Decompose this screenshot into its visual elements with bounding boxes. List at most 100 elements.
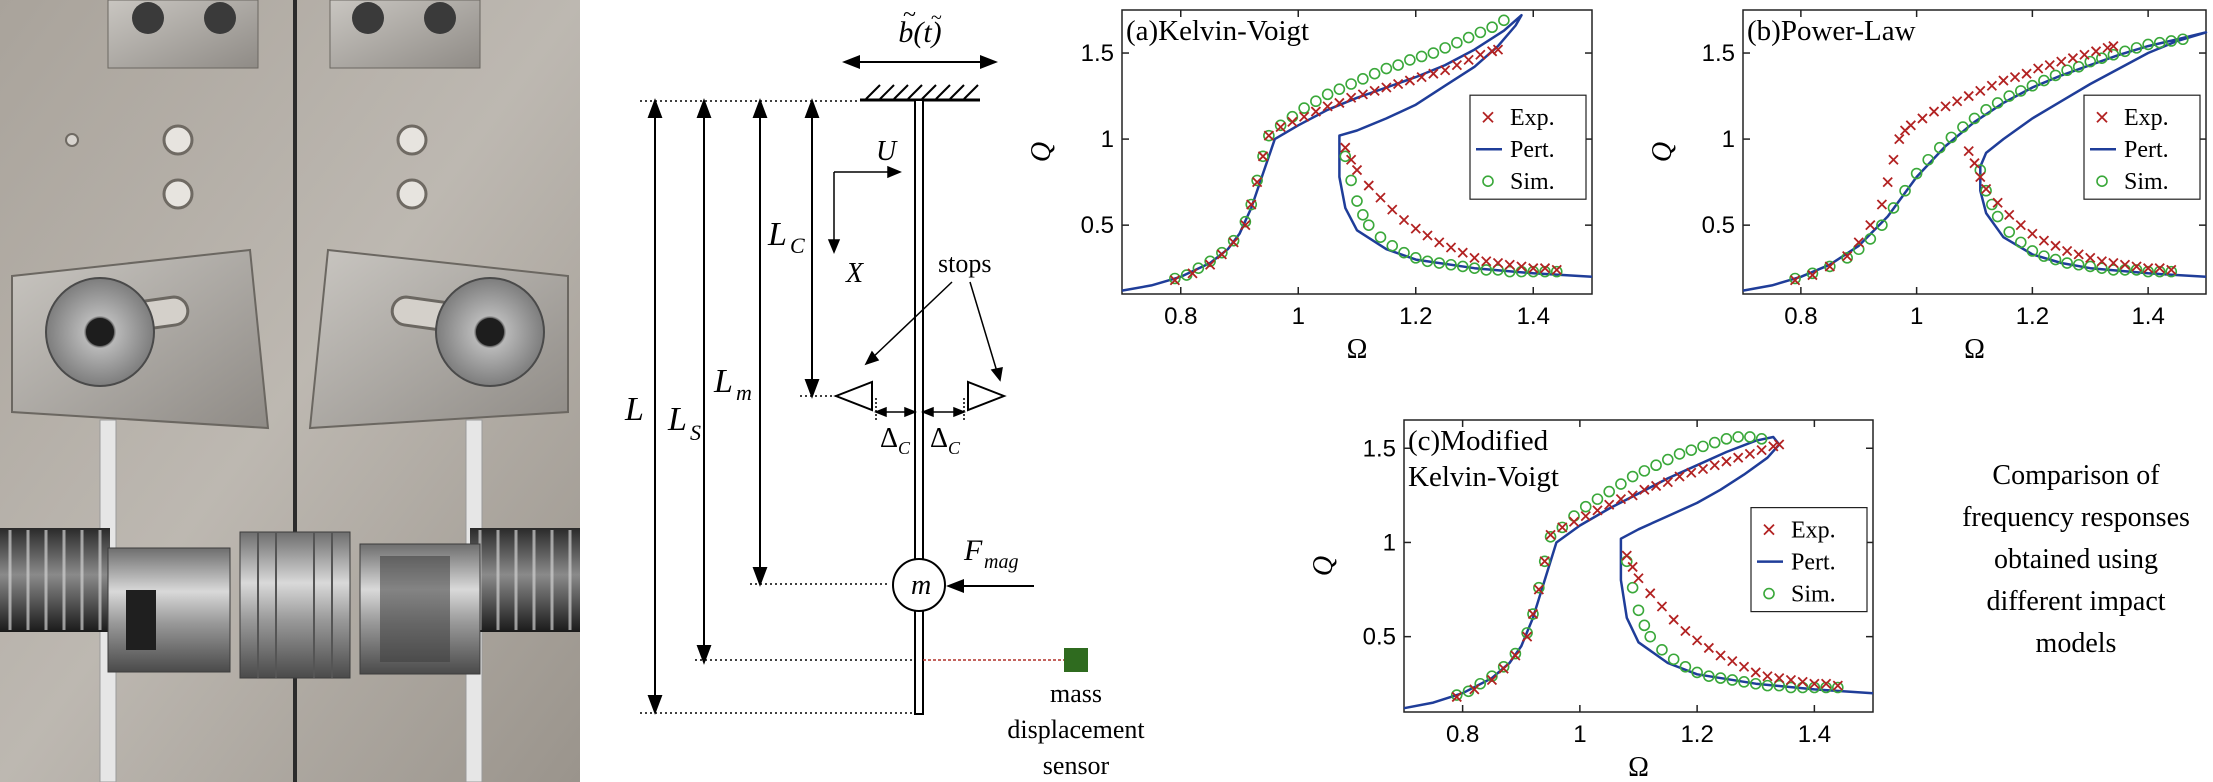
legend-exp-marker <box>1763 523 1775 536</box>
exp-point <box>1580 510 1591 522</box>
sim-point <box>1789 272 1801 285</box>
exp-point <box>1633 573 1644 584</box>
sim-point <box>1980 104 1992 116</box>
exp-point <box>1357 89 1369 100</box>
x-axis-label: Ω <box>1628 752 1649 782</box>
sim-point <box>1864 233 1877 245</box>
exp-point <box>1568 516 1580 527</box>
sim-point <box>2038 74 2050 87</box>
sim-point <box>1497 660 1510 673</box>
exp-point <box>1216 249 1228 260</box>
sim-point <box>1650 459 1662 472</box>
sim-point <box>1550 265 1563 278</box>
sim-point <box>1374 231 1387 243</box>
exp-point <box>1527 608 1539 620</box>
sim-point <box>1544 530 1557 543</box>
exp-point <box>1486 674 1498 686</box>
exp-point <box>1334 97 1345 109</box>
exp-point <box>1738 661 1750 672</box>
sim-point <box>1480 264 1493 276</box>
sim-point <box>2072 258 2085 271</box>
exp-point <box>1310 106 1322 117</box>
sim-point <box>1656 644 1668 656</box>
exp-point <box>2021 68 2032 79</box>
legend-exp-marker <box>1482 111 1494 123</box>
sim-point <box>2038 250 2050 262</box>
sim-point <box>1533 581 1545 594</box>
sim-point <box>2096 262 2108 274</box>
sim-point <box>1357 73 1369 85</box>
exp-point <box>1381 82 1392 93</box>
exp-point <box>1980 183 1992 195</box>
x-tick-label: 1 <box>1910 303 1923 330</box>
legend-box <box>2083 94 2201 200</box>
sim-point <box>1263 129 1275 142</box>
sim-point <box>1216 246 1228 259</box>
sim-point <box>1887 202 1900 214</box>
sim-point <box>2061 64 2073 77</box>
exp-point <box>2015 220 2026 231</box>
exp-point <box>1451 691 1462 703</box>
comparison-note: Comparison of frequency responses obtain… <box>1962 460 2190 659</box>
sim-point <box>1204 255 1216 268</box>
sim-point <box>1474 26 1487 39</box>
exp-point <box>1539 556 1550 567</box>
sim-point <box>2119 45 2131 58</box>
exp-point <box>1774 439 1785 450</box>
exp-point <box>1656 601 1668 612</box>
exp-point <box>1894 133 1905 145</box>
exp-point <box>1557 522 1568 533</box>
exp-point <box>1721 456 1732 467</box>
sim-point <box>1824 260 1836 273</box>
exp-point <box>1963 146 1974 157</box>
sim-point <box>1662 453 1674 466</box>
gap-label-right: Δ <box>930 423 948 454</box>
exp-point <box>1434 237 1445 248</box>
exp-point <box>1604 499 1615 510</box>
sim-point <box>1298 102 1310 114</box>
exp-point <box>2073 249 2084 260</box>
exp-point <box>1992 197 2003 208</box>
cantilever-beam <box>914 99 924 715</box>
sim-point <box>1714 672 1727 684</box>
exp-point <box>1744 448 1756 460</box>
stop-left <box>833 380 873 412</box>
legend-exp-marker <box>2096 111 2108 123</box>
exp-point <box>1615 493 1627 505</box>
sim-point <box>1644 630 1657 643</box>
exp-point <box>1240 220 1251 231</box>
exp-point <box>1463 54 1474 66</box>
cantilever-schematic: b(t) ~ ~ <box>624 2 1145 780</box>
exp-point <box>1975 171 1986 183</box>
sim-point <box>1933 141 1946 154</box>
sim-point <box>1744 431 1756 443</box>
sim-point <box>2142 38 2154 51</box>
comparison-note-line-4: different impact <box>1986 586 2165 617</box>
exp-point <box>1416 71 1427 83</box>
sim-point <box>1169 272 1181 285</box>
exp-point <box>1533 584 1544 595</box>
exp-point <box>1697 463 1709 475</box>
x-axis-label: Ω <box>1347 334 1368 365</box>
sim-point <box>1427 47 1440 59</box>
legend-sim-marker <box>1482 175 1494 187</box>
exp-point <box>2102 42 2113 54</box>
exp-point <box>2096 256 2107 267</box>
exp-point <box>1322 101 1333 112</box>
sim-point <box>1556 521 1569 534</box>
sim-point <box>1673 448 1686 460</box>
y-tick-label: 1.5 <box>1702 40 1735 67</box>
sim-point <box>2003 90 2016 102</box>
legend: Exp.Pert.Sim. <box>1469 94 1587 200</box>
sim-point <box>2165 265 2178 278</box>
sim-point <box>1345 174 1357 187</box>
sim-point <box>1852 243 1865 256</box>
sim-point <box>2015 85 2027 97</box>
exp-point <box>1865 220 1876 231</box>
exp-point <box>2061 245 2073 257</box>
displacement-sensor <box>1064 648 1088 672</box>
exp-point <box>2154 263 2165 274</box>
sim-point <box>1632 604 1645 617</box>
